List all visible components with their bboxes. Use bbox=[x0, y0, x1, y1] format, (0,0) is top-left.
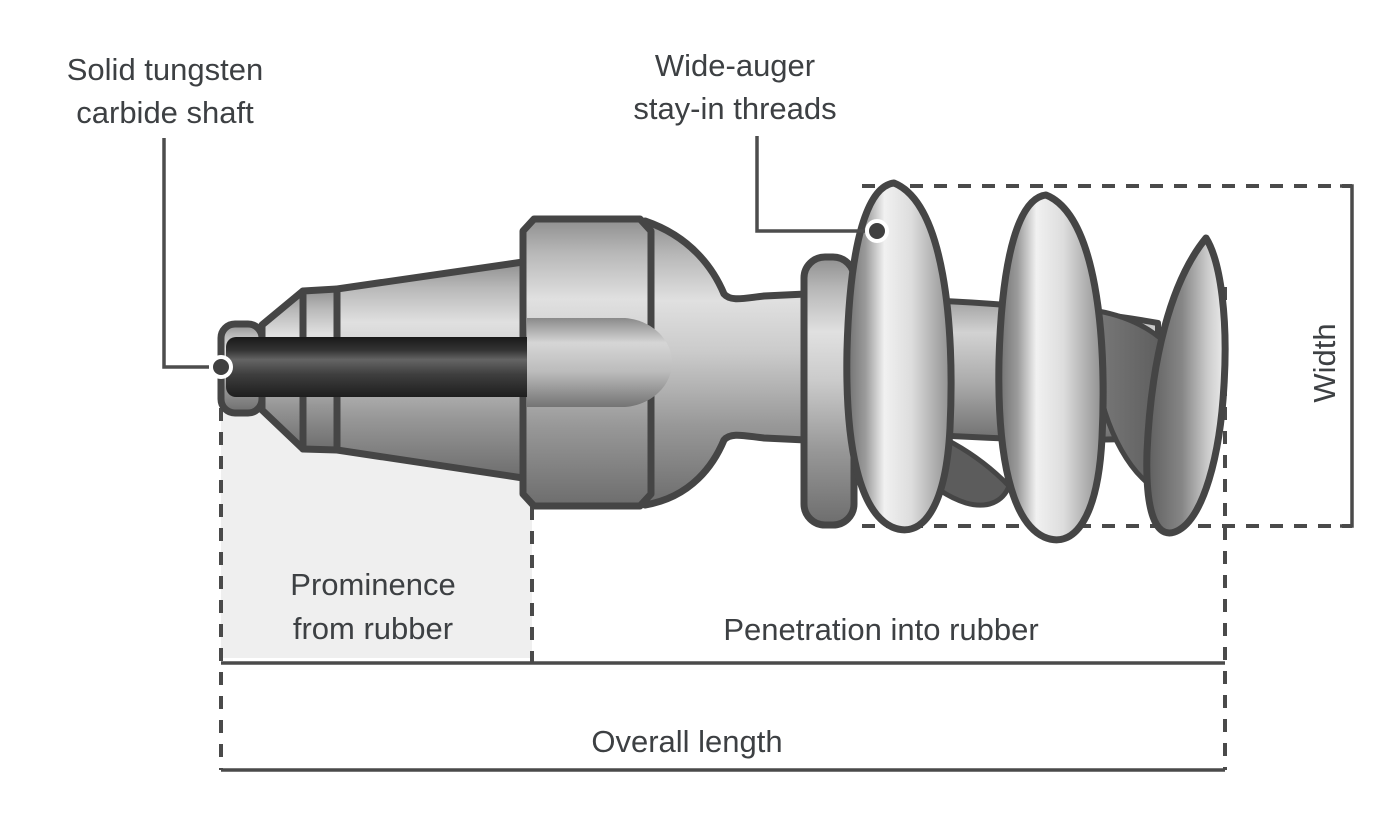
label-stay-in-threads-line2: stay-in threads bbox=[633, 91, 837, 126]
label-penetration: Penetration into rubber bbox=[723, 612, 1039, 647]
label-stay-in-threads-line1: Wide-auger bbox=[654, 48, 816, 83]
width-bracket bbox=[1340, 184, 1354, 528]
leader-dot-threads bbox=[869, 223, 885, 239]
auger-thread-1 bbox=[843, 179, 955, 534]
carbide-pin bbox=[226, 337, 527, 397]
leader-dots bbox=[209, 219, 889, 379]
leader-line-threads bbox=[755, 136, 865, 233]
dimension-brackets bbox=[221, 184, 1354, 772]
label-width: Width bbox=[1307, 323, 1342, 403]
label-prominence-line1: Prominence bbox=[290, 567, 456, 602]
auger-thread-tip bbox=[1143, 234, 1229, 537]
label-carbide-shaft-line2: carbide shaft bbox=[76, 95, 254, 130]
leader-dot-shaft bbox=[213, 359, 229, 375]
auger-thread-2 bbox=[995, 191, 1107, 544]
leader-line-shaft bbox=[162, 138, 209, 369]
stud-illustration bbox=[217, 179, 1229, 544]
label-carbide-shaft: Solid tungsten carbide shaft bbox=[40, 48, 290, 134]
label-overall-length: Overall length bbox=[591, 724, 783, 759]
pin-recess bbox=[527, 318, 672, 407]
leader-lines bbox=[162, 136, 865, 369]
label-prominence: Prominence from rubber bbox=[248, 563, 498, 651]
label-stay-in-threads: Wide-auger stay-in threads bbox=[610, 44, 860, 130]
label-prominence-line2: from rubber bbox=[292, 611, 454, 646]
label-carbide-shaft-line1: Solid tungsten bbox=[66, 52, 264, 87]
